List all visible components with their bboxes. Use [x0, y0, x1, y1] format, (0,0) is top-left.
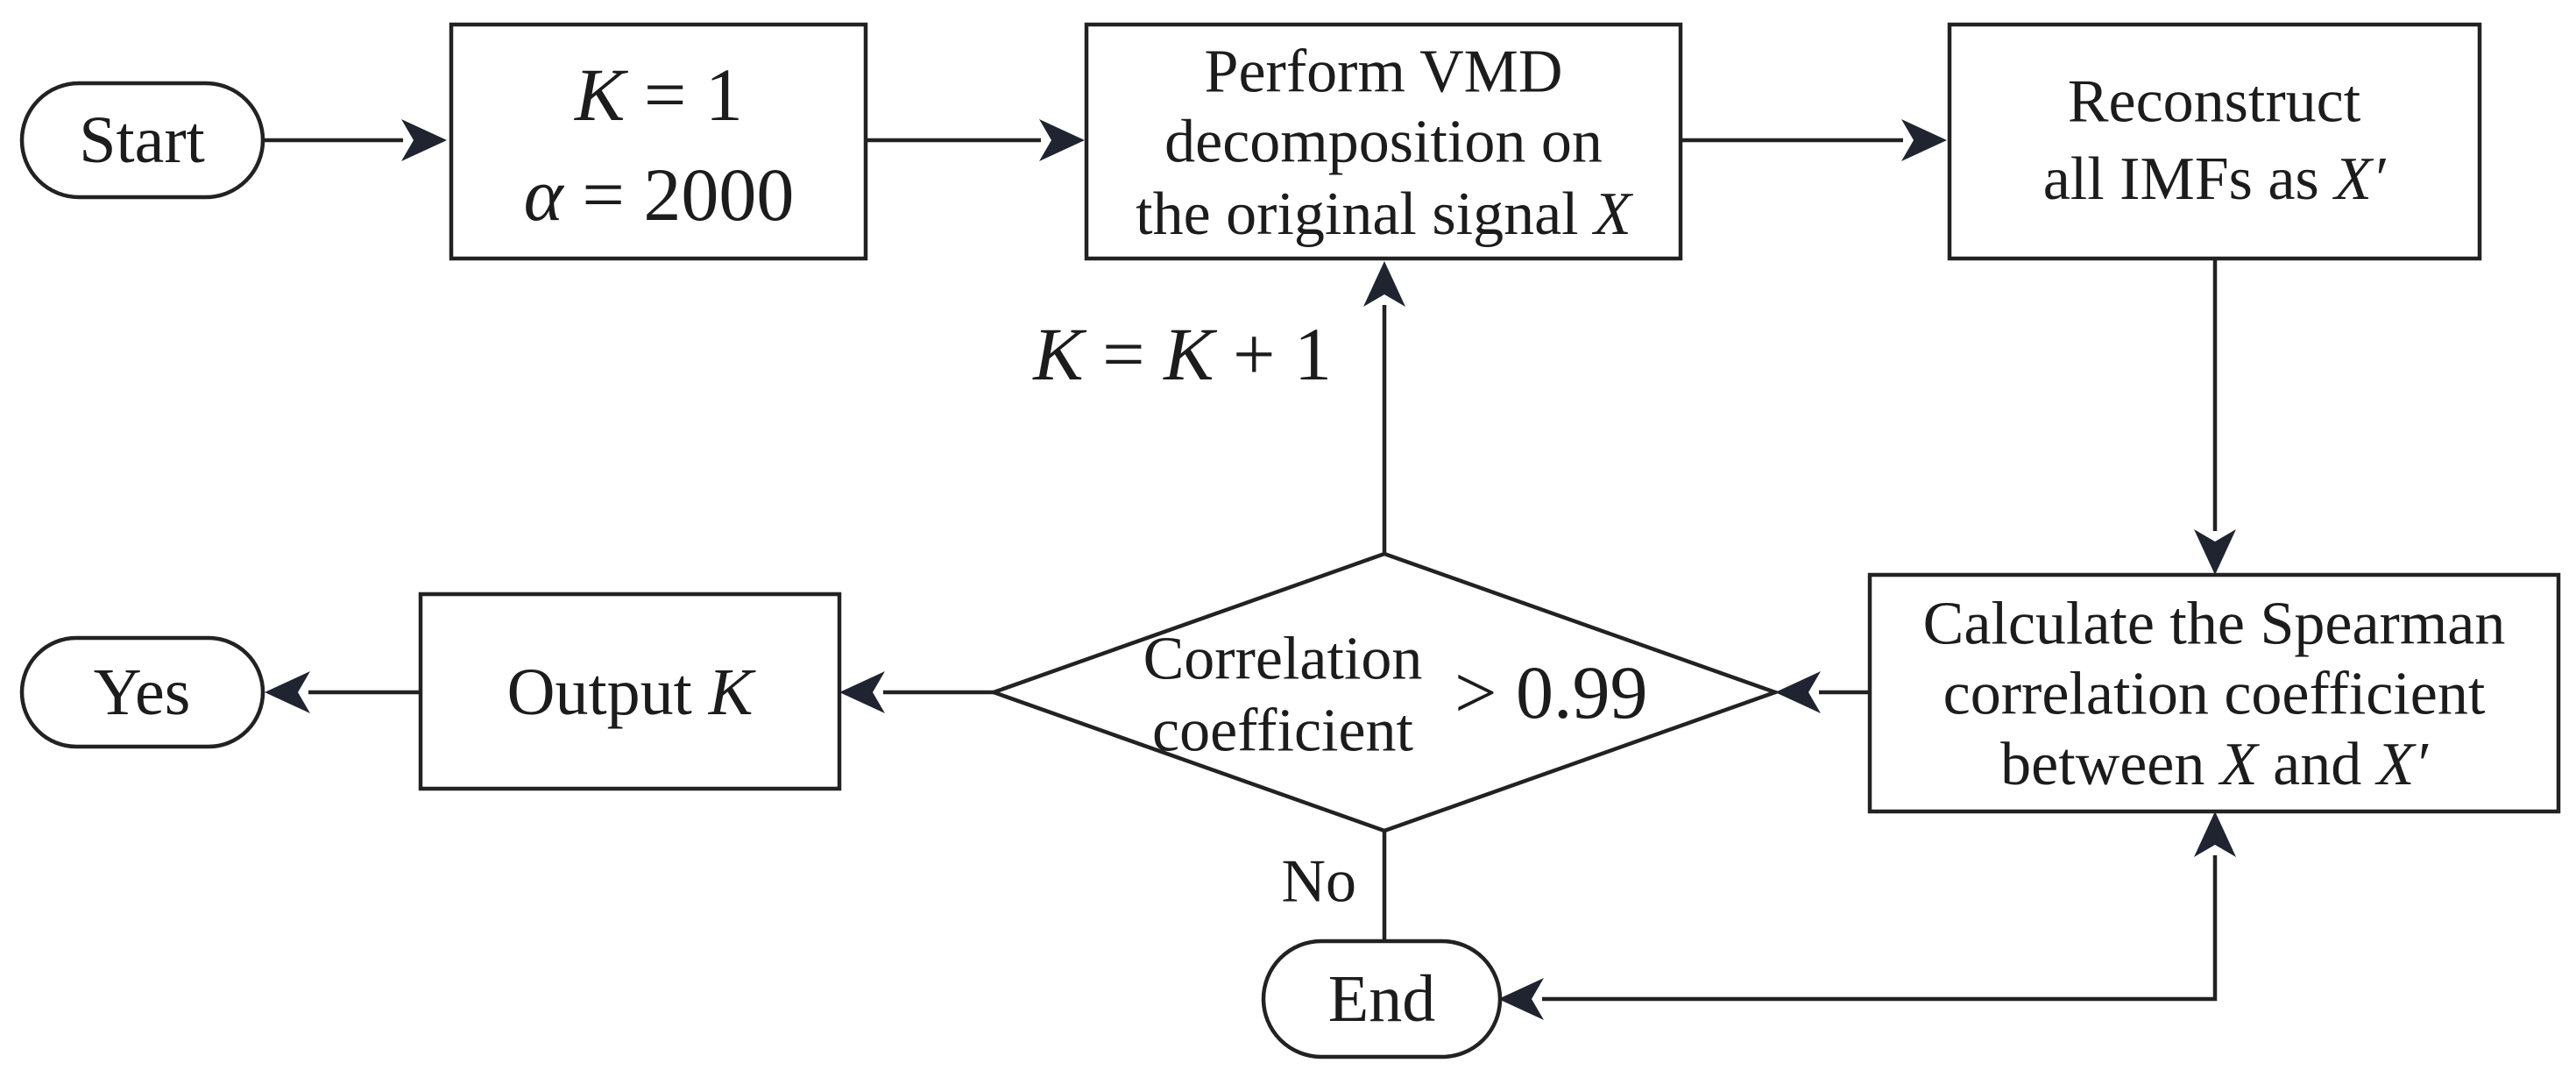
- spearman-box: Calculate the Spearman correlation coeff…: [1867, 572, 2561, 814]
- arrowhead-yes: [265, 671, 310, 713]
- increment-label: K = K + 1: [1031, 312, 1332, 396]
- reconstruct-box: Reconstruct all IMFs as X′: [1947, 22, 2482, 261]
- decision-line-1: Correlation: [1143, 626, 1423, 693]
- spearman-line-2: correlation coefficient: [1943, 661, 2486, 728]
- no-label: No: [1281, 848, 1356, 916]
- yes-label: Yes: [94, 655, 191, 729]
- vmd-line-2: decomposition on: [1164, 109, 1603, 176]
- vmd-line-3: the original signal X: [1136, 181, 1634, 248]
- arrowhead-init: [401, 119, 447, 161]
- vmd-line-1: Perform VMD: [1205, 39, 1563, 106]
- yes-node: Yes: [19, 635, 265, 749]
- arrowhead-vmd: [1039, 119, 1085, 161]
- end-node: End: [1261, 939, 1503, 1059]
- init-k-line: K = 1: [573, 53, 743, 137]
- start-label: Start: [79, 103, 205, 177]
- arrowhead-end: [1498, 978, 1544, 1020]
- arrowhead-spearman: [2194, 529, 2236, 575]
- arrowhead-vmd-loop: [1363, 261, 1405, 307]
- arrowhead-decision: [1775, 671, 1821, 713]
- output-box: Output K: [418, 592, 842, 791]
- end-label: End: [1328, 962, 1435, 1036]
- spearman-line-3: between X and X′: [2000, 731, 2429, 798]
- output-label: Output K: [507, 655, 756, 729]
- edge-end-to-spearman: [1542, 855, 2218, 1002]
- arrowhead-spearman-bottom: [2194, 811, 2236, 857]
- decision-line-2: coefficient: [1152, 698, 1414, 765]
- reconstruct-line-2: all IMFs as X′: [2043, 145, 2387, 213]
- init-alpha-line: α = 2000: [524, 152, 795, 237]
- decision-diamond: Correlation coefficient > 0.99: [987, 551, 1781, 833]
- spearman-line-1: Calculate the Spearman: [1923, 591, 2506, 658]
- reconstruct-line-1: Reconstruct: [2068, 68, 2361, 136]
- arrowhead-reconstruct: [1901, 119, 1947, 161]
- decision-threshold: > 0.99: [1454, 650, 1648, 734]
- vmd-box: Perform VMD decomposition on the origina…: [1084, 22, 1683, 261]
- init-params-box: K = 1 α = 2000: [449, 22, 868, 261]
- start-node: Start: [19, 81, 265, 200]
- arrowhead-output: [839, 671, 885, 713]
